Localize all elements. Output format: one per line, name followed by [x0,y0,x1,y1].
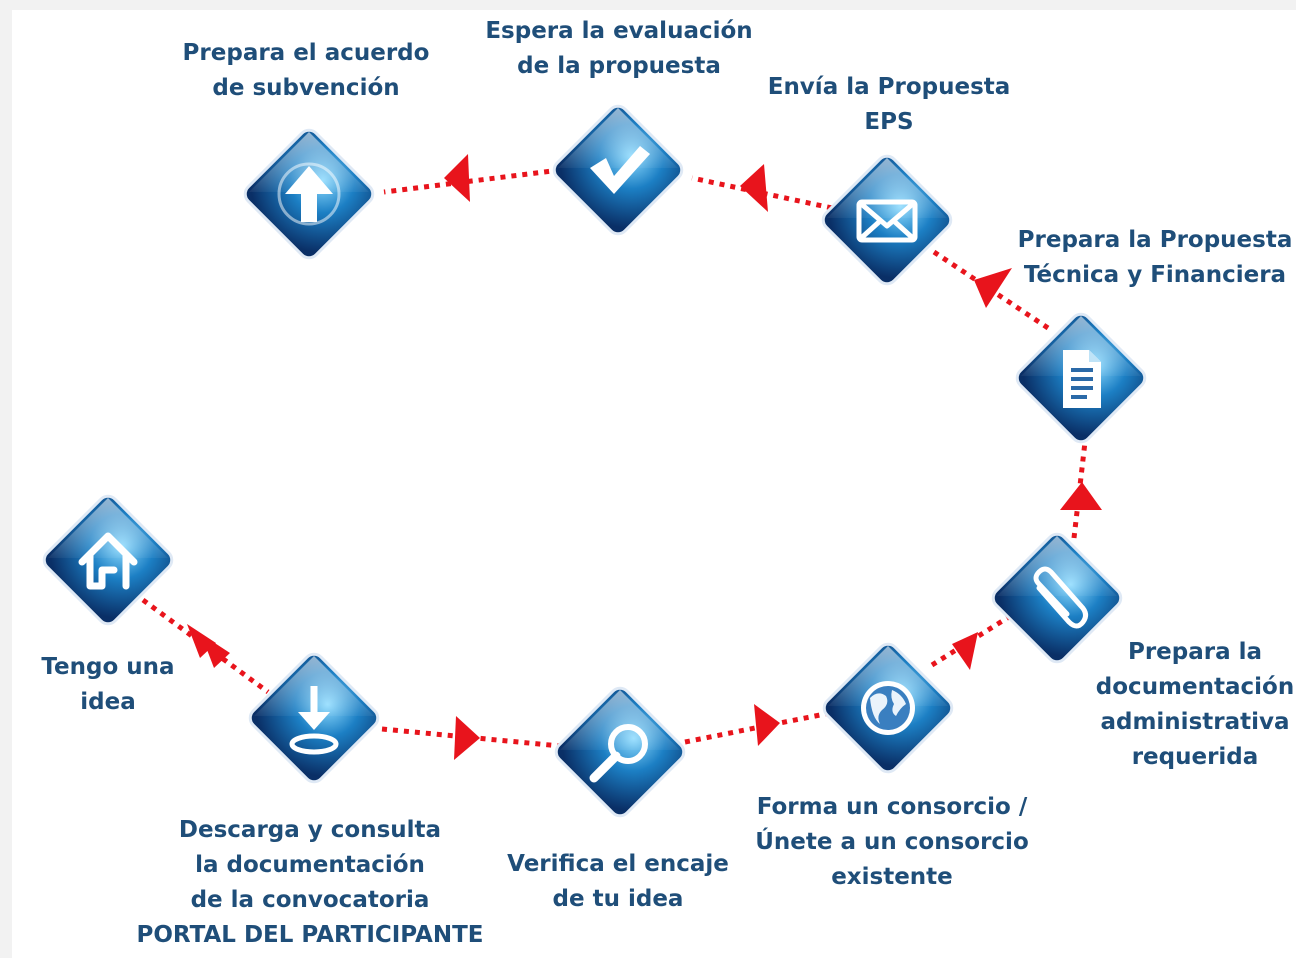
label-verify-line2: de tu idea [552,886,684,912]
envelope-icon [856,199,918,243]
label-consortium-line1: Forma un consorcio / [756,794,1028,820]
label-verify: Verifica el encaje de tu idea [507,847,729,917]
label-admin-docs-line3: administrativa [1100,709,1290,735]
arrow-consortium-admin [952,632,978,670]
label-agreement-line1: Prepara el acuerdo [182,40,430,66]
label-download: Descarga y consulta la documentación de … [136,813,483,953]
arrow-evaluation-agreement [444,154,470,202]
label-agreement-line2: de subvención [212,75,400,101]
label-admin-docs-line4: requerida [1131,744,1259,770]
connector-send-evaluation [691,175,833,211]
connector-verify-consortium [684,710,831,745]
arrow-download-verify [454,716,480,760]
label-download-line4: PORTAL DEL PARTICIPANTE [136,922,484,948]
label-send-line1: Envía la Propuesta [767,74,1011,100]
step-consortium-diamond [822,642,954,774]
arrow-admin-proposal [1060,482,1102,510]
label-idea: Tengo una idea [41,650,174,720]
label-download-line2: la documentación [195,852,425,878]
label-agreement: Prepara el acuerdo de subvención [183,36,430,106]
document-icon [1063,350,1101,408]
arrowheads [187,154,1102,760]
step-verify-diamond [554,686,686,818]
house-icon [78,532,138,590]
label-consortium-line2: Únete a un consorcio [755,829,1029,855]
arrow-proposal-send [974,268,1012,308]
connector-lines [141,167,1088,749]
checkmark-icon [590,146,650,194]
label-admin-docs: Prepara la documentación administrativa … [1096,635,1294,775]
magnifier-icon [589,724,648,783]
label-idea-line1: Tengo una [41,654,175,680]
label-verify-line1: Verifica el encaje [507,851,729,877]
step-agreement-diamond [243,128,375,260]
label-admin-docs-line1: Prepara la [1127,639,1263,665]
diagram-graphics [42,104,1147,818]
step-idea-diamond [42,494,174,626]
step-send-diamond [821,154,953,286]
arrow-send-evaluation [740,164,768,212]
connector-evaluation-agreement [383,167,561,195]
label-idea-line2: idea [80,689,136,715]
globe-icon [861,681,915,735]
label-send: Envía la Propuesta EPS [768,70,1011,140]
step-download-diamond [248,652,380,784]
label-proposal: Prepara la Propuesta Técnica y Financier… [1018,223,1293,293]
label-send-line2: EPS [864,109,914,135]
label-evaluation: Espera la evaluación de la propuesta [485,14,752,84]
label-consortium: Forma un consorcio / Únete a un consorci… [755,790,1029,895]
arrow-idea-download-2 [201,634,230,668]
step-admin-diamond [991,532,1123,664]
label-evaluation-line2: de la propuesta [517,53,721,79]
step-proposal-diamond [1015,312,1147,444]
label-consortium-line3: existente [831,864,953,890]
download-icon [289,686,339,755]
label-proposal-line1: Prepara la Propuesta [1017,227,1293,253]
label-proposal-line2: Técnica y Financiera [1023,262,1287,288]
paperclip-icon [1033,566,1089,629]
label-download-line3: de la convocatoria [190,887,430,913]
arrow-verify-consortium [754,704,780,746]
label-admin-docs-line2: documentación [1095,674,1295,700]
process-flow-diagram: Tengo una idea Descarga y consulta la do… [12,10,1296,958]
up-arrow-icon [277,162,341,226]
label-download-line1: Descarga y consulta [178,817,442,843]
step-evaluation-diamond [552,104,684,236]
label-evaluation-line1: Espera la evaluación [485,18,753,44]
